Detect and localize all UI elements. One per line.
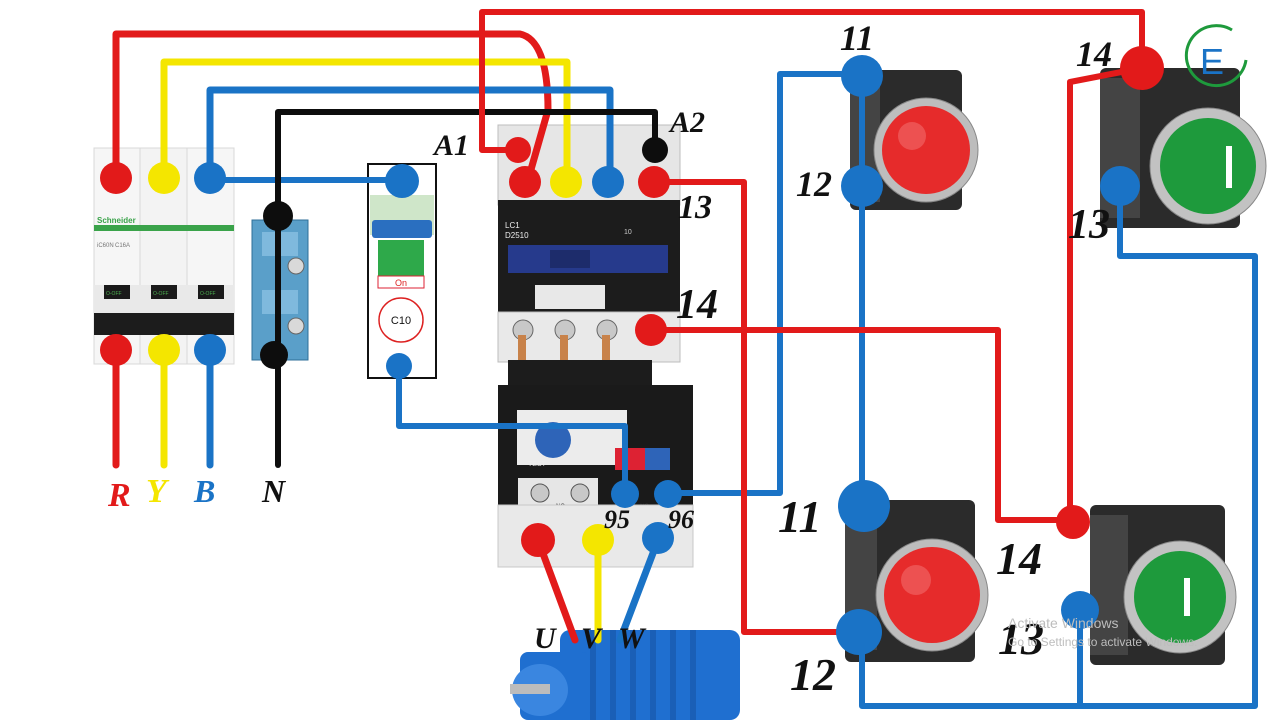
mcb-rating: C10 xyxy=(391,315,411,327)
label-stop2-12: 12 xyxy=(790,649,836,700)
mcb-terminal-in xyxy=(385,164,419,198)
contactor-l2 xyxy=(550,166,582,198)
label-start1-13: 13 xyxy=(1068,202,1110,248)
label-96: 96 xyxy=(668,505,694,534)
breaker-off-3: O-OFF xyxy=(200,291,216,297)
start2-terminal-13 xyxy=(1061,591,1099,629)
contactor-l1 xyxy=(509,166,541,198)
breaker-model: iC60N xyxy=(97,243,114,249)
label-stop1-11: 11 xyxy=(840,18,874,58)
mcb-on-label: On xyxy=(395,278,407,288)
wire-14-start2 xyxy=(649,327,1076,523)
breaker-terminal-b-top xyxy=(194,162,226,194)
a1-terminal xyxy=(505,137,531,163)
label-contactor-13: 13 xyxy=(678,189,712,226)
breaker-rating: C16A xyxy=(115,243,130,249)
wire-y-supply xyxy=(160,58,571,184)
wire-13-stop2 xyxy=(651,179,861,635)
wire-neutral-a2 xyxy=(275,109,658,218)
breaker-off-1: O-OFF xyxy=(106,291,122,297)
start1-terminal-13 xyxy=(1100,166,1140,206)
breaker-terminal-y-bottom xyxy=(148,334,180,366)
contactor-13 xyxy=(638,166,670,198)
start1-terminal-14 xyxy=(1120,46,1164,90)
phase-label-r: R xyxy=(107,477,131,514)
contactor-code: D2510 xyxy=(505,231,529,240)
wire-start1-start2 xyxy=(1067,65,1145,523)
wire-b-supply xyxy=(206,86,614,184)
label-start1-14: 14 xyxy=(1076,34,1112,74)
phase-label-y: Y xyxy=(146,473,170,510)
wire-96-stop xyxy=(665,71,865,496)
stop1-terminal-12 xyxy=(841,165,883,207)
label-stop1-12: 12 xyxy=(796,164,832,204)
logo-icon: E xyxy=(1184,24,1248,88)
overload-95 xyxy=(611,480,639,508)
label-a2: A2 xyxy=(668,106,705,139)
overload-t2 xyxy=(582,524,614,556)
wire-u xyxy=(534,536,579,644)
contactor-model: LC1 xyxy=(505,221,520,230)
breaker-brand: Schneider xyxy=(97,216,136,225)
wire-r-supply xyxy=(112,30,552,184)
watermark-line2: Go to Settings to activate Windows. xyxy=(1008,635,1197,649)
overload-t3 xyxy=(642,522,674,554)
breaker-terminal-b-bottom xyxy=(194,334,226,366)
phase-label-n: N xyxy=(261,473,287,509)
overload-t1 xyxy=(521,523,555,557)
motor-label-w: W xyxy=(618,622,647,655)
label-95: 95 xyxy=(604,505,630,534)
contactor-aux: 10 xyxy=(624,229,632,236)
stop2-terminal-12 xyxy=(836,609,882,655)
mcb-terminal-out xyxy=(386,353,412,379)
breaker-terminal-r-top xyxy=(100,162,132,194)
phase-label-b: B xyxy=(193,473,215,509)
breaker-terminal-r-bottom xyxy=(100,334,132,366)
watermark-line1: Activate Windows xyxy=(1008,615,1118,631)
wire-stop-start xyxy=(859,183,1258,709)
label-start2-13: 13 xyxy=(998,613,1044,664)
start-button-icon xyxy=(1090,505,1237,665)
breaker-off-2: O-OFF xyxy=(153,291,169,297)
contactor-14 xyxy=(635,314,667,346)
wire-w xyxy=(616,536,662,644)
motor-label-v: V xyxy=(581,622,604,655)
contactor-l3 xyxy=(592,166,624,198)
stop1-terminal-11 xyxy=(841,55,883,97)
a2-terminal xyxy=(642,137,668,163)
start2-terminal-14 xyxy=(1056,505,1090,539)
neutral-terminal-bottom xyxy=(260,341,288,369)
wire-a1-control xyxy=(479,9,1145,153)
stop-button-icon xyxy=(850,70,979,210)
motor-label-u: U xyxy=(534,622,557,655)
mcb-icon: On C10 xyxy=(367,163,437,379)
stop2-terminal-11 xyxy=(838,480,890,532)
label-stop2-11: 11 xyxy=(778,491,821,542)
wire-mcb-95 xyxy=(396,363,628,496)
label-start2-14: 14 xyxy=(996,533,1042,584)
neutral-terminal-top xyxy=(263,201,293,231)
logo-letter: E xyxy=(1200,41,1224,82)
breaker-terminal-y-top xyxy=(148,162,180,194)
label-a1: A1 xyxy=(432,129,469,162)
overload-96 xyxy=(654,480,682,508)
motor-icon xyxy=(510,630,740,720)
terminals xyxy=(100,46,1164,655)
label-contactor-14: 14 xyxy=(676,282,718,328)
overload-test: TEST xyxy=(528,461,547,468)
